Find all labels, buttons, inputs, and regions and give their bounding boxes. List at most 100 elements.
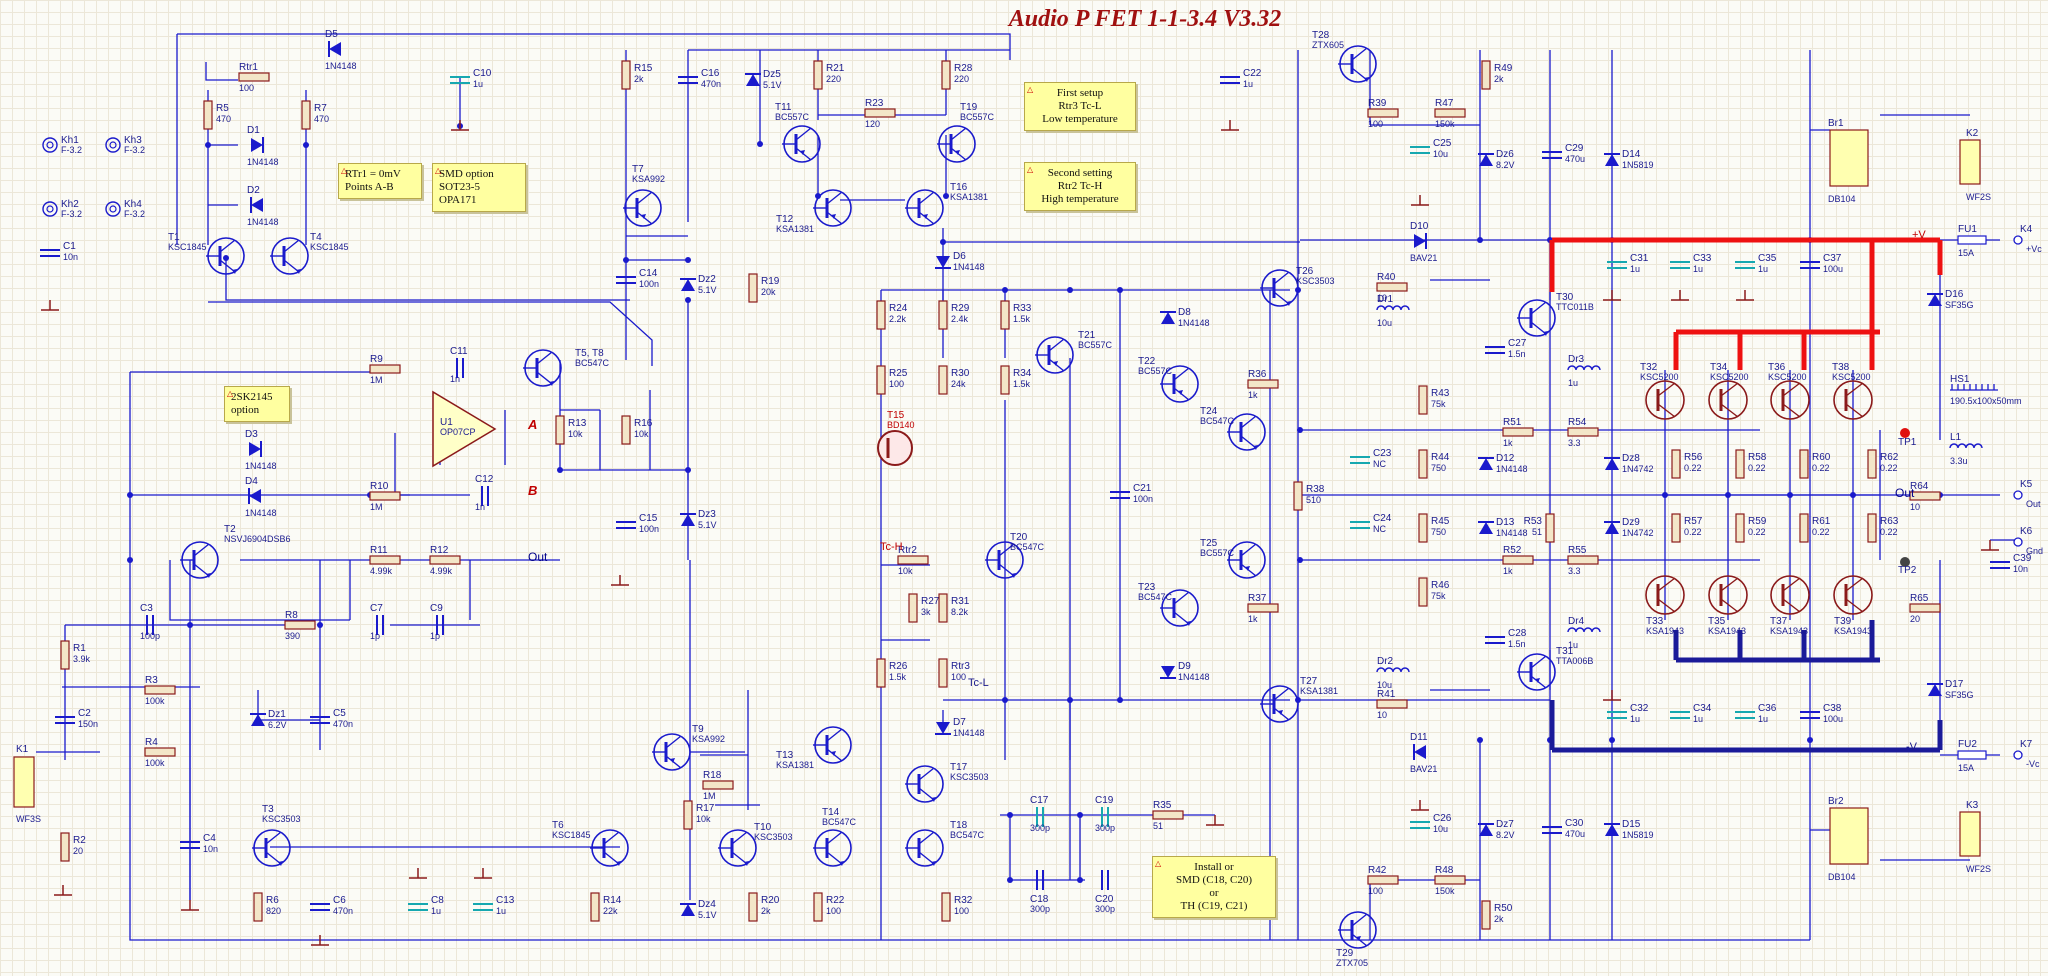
capacitor-val: 300p xyxy=(1095,904,1115,914)
resistor-val: 1.5k xyxy=(1013,314,1031,324)
transistor-collector xyxy=(998,543,1015,557)
resistor-val: 150k xyxy=(1435,886,1455,896)
inductor-ref: Dr3 xyxy=(1568,354,1585,365)
ground-symbol xyxy=(1221,120,1239,131)
resistor-val: 100 xyxy=(826,906,841,916)
connector-val: WF2S xyxy=(1966,192,1991,202)
mount-hole-val: F-3.2 xyxy=(124,209,145,219)
capacitor-val: 470u xyxy=(1565,154,1585,164)
resistor-val: 0.22 xyxy=(1684,527,1702,537)
resistor-body xyxy=(369,364,401,374)
heatsink-ref: HS1 xyxy=(1950,374,1970,385)
transistor-val: KSA1943 xyxy=(1834,626,1872,636)
resistor-val: 470 xyxy=(314,114,329,124)
transistor-ref: T20 xyxy=(1010,532,1028,543)
capacitor-val: 1u xyxy=(473,79,483,89)
transistor-body xyxy=(1833,380,1873,420)
diode-triangle xyxy=(681,514,695,526)
terminal-k4: K4+Vc xyxy=(2013,224,2042,254)
diode-val: 8.2V xyxy=(1496,830,1515,840)
resistor-body xyxy=(1418,513,1428,543)
diode-ref: D13 xyxy=(1496,517,1515,528)
diode-ref: Dz7 xyxy=(1496,819,1514,830)
resistor-body xyxy=(1247,379,1279,389)
resistor-ref: R38 xyxy=(1306,484,1325,495)
minus-rail-bus xyxy=(1549,620,1943,753)
junction-dot-42 xyxy=(815,193,821,199)
net-point-b: B xyxy=(528,483,537,498)
ground-symbol xyxy=(451,120,469,131)
junction-dot-15 xyxy=(127,492,133,498)
junction-dot-40 xyxy=(1077,877,1083,883)
ground-symbol xyxy=(311,935,329,946)
resistor-val: 820 xyxy=(266,906,281,916)
transistor-arrow xyxy=(831,214,836,219)
transistor-arrow xyxy=(616,861,621,866)
junction-dot-21 xyxy=(685,467,691,473)
transistor-val: KSC5200 xyxy=(1640,372,1679,382)
transistor-body xyxy=(877,430,913,466)
net-out-right: Out xyxy=(1895,486,1915,500)
resistor-ref: R4 xyxy=(145,737,158,748)
transistor-collector xyxy=(1273,271,1290,285)
transistor-arrow xyxy=(1053,361,1058,366)
ground-symbol xyxy=(474,868,492,879)
transistor-val: BC547C xyxy=(1138,592,1173,602)
transistor-val: BC547C xyxy=(950,830,985,840)
terminal-ring xyxy=(2013,537,2023,547)
transistor-ref: T16 xyxy=(950,182,968,193)
resistor-val: 100k xyxy=(145,696,165,706)
junction-dot-30 xyxy=(1662,492,1668,498)
resistor-ref: R53 xyxy=(1524,516,1543,527)
resistor-body xyxy=(1434,108,1466,118)
transistor-emitter xyxy=(1845,598,1864,613)
capacitor-ref: C8 xyxy=(431,895,444,906)
capacitor-val: 470n xyxy=(701,79,721,89)
resistor-body xyxy=(1418,449,1428,479)
resistor-ref: R26 xyxy=(889,661,908,672)
transistor-ref: T24 xyxy=(1200,406,1218,417)
test-point-tp2 xyxy=(1900,557,1910,567)
resistor-body xyxy=(1481,60,1491,90)
diode-ref: D7 xyxy=(953,717,966,728)
opamp-triangle xyxy=(432,390,497,468)
resistor-body xyxy=(60,832,70,862)
transistor-ref: T13 xyxy=(776,750,794,761)
transistor-ref: T10 xyxy=(754,822,772,833)
fuse-ref: FU1 xyxy=(1958,224,1977,235)
resistor-body xyxy=(1502,555,1534,565)
transistor-collector xyxy=(918,191,935,205)
mount-hole-core xyxy=(46,205,54,213)
transistor-ref: T39 xyxy=(1834,616,1852,627)
transistor-val: KSC3503 xyxy=(950,772,989,782)
wire-2 xyxy=(205,62,238,81)
capacitor-val: 470n xyxy=(333,719,353,729)
diode-ref: Dz2 xyxy=(698,274,716,285)
transistor-arrow xyxy=(931,797,936,802)
warning-icon: △ xyxy=(1027,85,1034,94)
ground-symbol xyxy=(1736,290,1754,301)
ground-symbol xyxy=(1411,800,1429,811)
capacitor-ref: C16 xyxy=(701,68,720,79)
mount-hole-val: F-3.2 xyxy=(61,145,82,155)
inductor-ref: Dr2 xyxy=(1377,656,1394,667)
capacitor-val: 10u xyxy=(1433,149,1448,159)
note-second-line2: Rtr2 Tc-H xyxy=(1057,180,1103,192)
